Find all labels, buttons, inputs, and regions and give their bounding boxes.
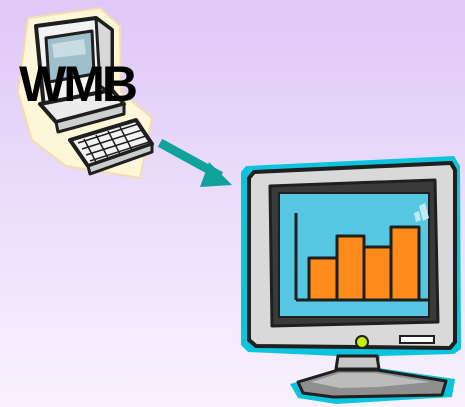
bar-3: [362, 245, 393, 302]
control-bar: [399, 335, 435, 344]
computer-label: WMB: [19, 56, 138, 112]
bar-4: [389, 225, 421, 302]
bar-2: [335, 234, 366, 302]
bar-1: [307, 256, 339, 302]
monitor-chart-icon: [241, 156, 461, 404]
arrow-icon: [157, 138, 232, 187]
power-light-icon: [355, 335, 369, 349]
desktop-computer-icon: [16, 6, 154, 180]
